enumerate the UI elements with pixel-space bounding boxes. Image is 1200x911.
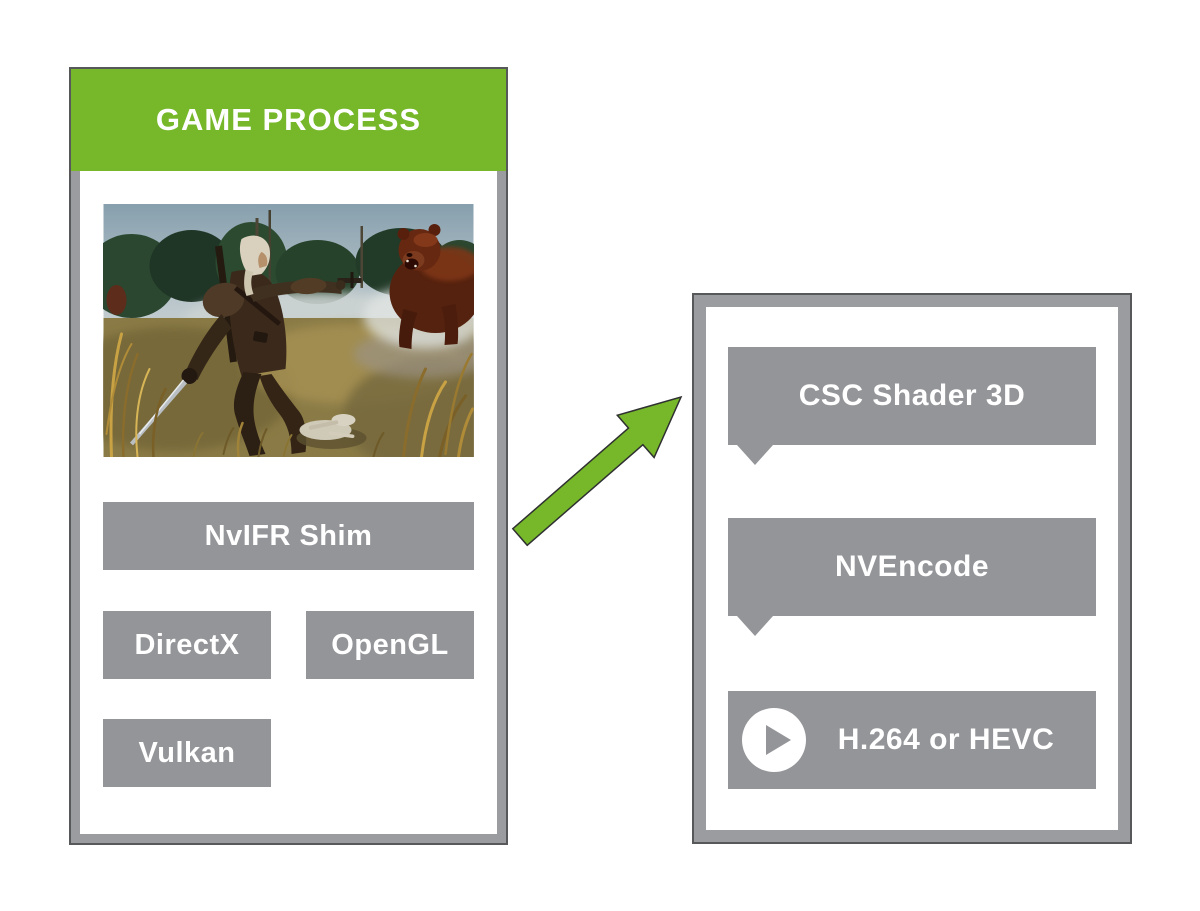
flow-arrow-icon: [511, 395, 683, 547]
box-nvifr-shim-label: NvIFR Shim: [204, 519, 373, 552]
play-triangle-icon: [765, 725, 791, 755]
game-process-title: GAME PROCESS: [155, 102, 422, 137]
box-opengl: OpenGL: [306, 611, 474, 679]
game-screenshot-witcher3-icon: [103, 204, 474, 457]
box-vulkan-label: Vulkan: [138, 736, 236, 769]
bones-cluster: [296, 414, 367, 449]
box-directx: DirectX: [103, 611, 271, 679]
box-opengl-label: OpenGL: [331, 628, 449, 661]
geralt-figure: [129, 235, 362, 456]
bubble-tail-icon: [737, 616, 773, 636]
bubble-csc-shader-3d: CSC Shader 3D: [728, 347, 1096, 465]
game-process-header: GAME PROCESS: [71, 69, 506, 171]
api-row: DirectX OpenGL: [103, 611, 474, 679]
game-process-panel: GAME PROCESS: [69, 67, 508, 845]
game-process-body: NvIFR Shim DirectX OpenGL Vulkan: [71, 171, 506, 843]
box-vulkan: Vulkan: [103, 719, 271, 787]
bubble-nvencode: NVEncode: [728, 518, 1096, 636]
bubble-nvencode-label: NVEncode: [834, 550, 990, 583]
bear-figure: [389, 224, 474, 349]
box-h264-hevc-label: H.264 or HEVC: [837, 723, 1055, 756]
play-icon: [742, 708, 806, 772]
bubble-csc-shader-3d-label: CSC Shader 3D: [798, 379, 1026, 412]
box-nvifr-shim: NvIFR Shim: [103, 502, 474, 570]
bubble-tail-icon: [737, 445, 773, 465]
box-directx-label: DirectX: [134, 628, 240, 661]
box-h264-hevc: H.264 or HEVC: [728, 691, 1096, 789]
encoder-panel: CSC Shader 3D NVEncode H.264 or HEVC: [692, 293, 1132, 844]
grass-blades: [105, 332, 474, 457]
